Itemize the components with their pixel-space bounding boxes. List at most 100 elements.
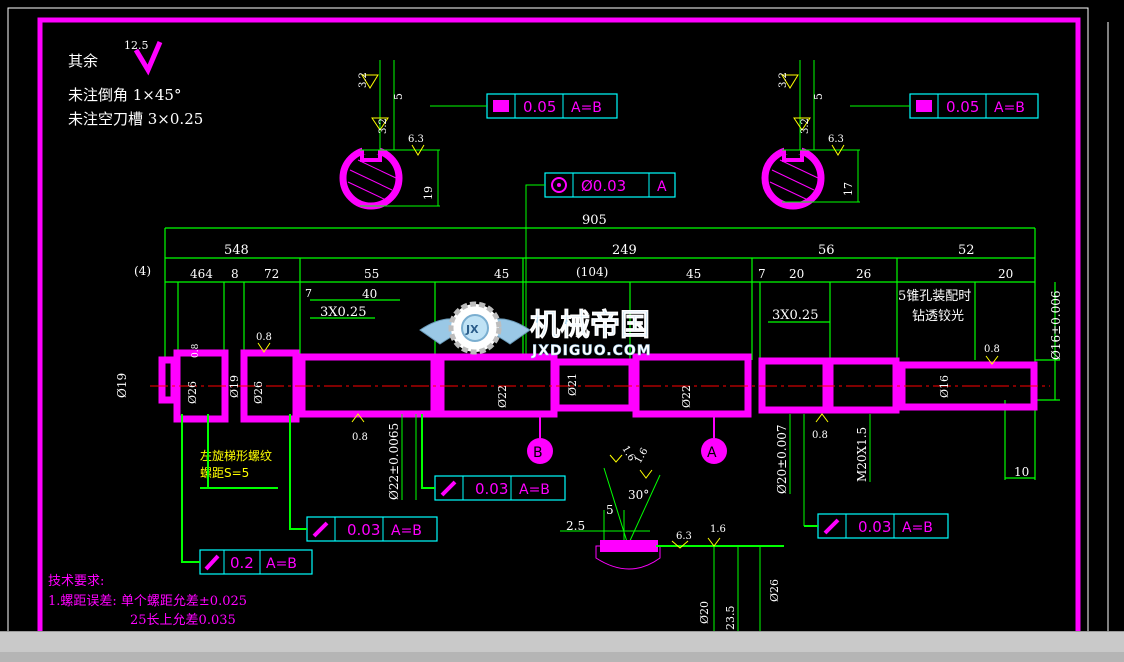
dim-8: 8 [231,267,239,281]
pin-note-1: 5锥孔装配时 [898,289,971,304]
dia-22-tol: Ø22±0.0065 [387,423,401,500]
dim-464: 464 [190,267,213,281]
dim-26: 26 [856,267,871,281]
watermark-cn: 机械帝国 [530,308,650,343]
roughness-3-2-c: 3.2 [778,72,789,88]
dim-23-5: 23.5 [724,606,737,631]
dia-16: Ø16 [938,375,951,398]
dia-20-b: Ø20 [698,601,711,624]
dim-104: (104) [576,265,608,279]
watermark: JX 机械帝国 JXDIGUO.COM [419,301,652,359]
tol-datum: A=B [266,556,297,572]
dia-21: Ø21 [566,373,579,396]
thread-pitch: 5 [606,503,614,517]
dim-16-tol: Ø16±0.006 [1049,290,1063,360]
tech-title: 技术要求: [48,574,104,589]
rest-roughness-symbol [133,41,163,76]
tol-value: 0.05 [523,98,556,116]
roughness-1-6-c: 1.6 [710,524,726,535]
dim-7a: 7 [758,267,766,281]
dia-26b: Ø26 [252,381,265,404]
tol-datum: A=B [994,100,1025,116]
pin-note-2: 钻透铰光 [912,309,964,324]
datum-b-marker: B [527,414,553,464]
tech-line-1: 1.螺距误差: 单个螺距允差±0.025 [48,593,247,609]
tolerance-frame: 0.05 A=B [909,93,1039,119]
tol-value: 0.2 [230,554,254,572]
dim-249: 249 [612,243,637,258]
tol-value: 0.03 [858,518,891,536]
key-width-2: 5 [812,93,825,100]
tol-datum: A=B [571,100,602,116]
datum-a-marker: A [701,414,727,464]
tol-value: 0.03 [475,480,508,498]
dim-overall: 905 [582,213,607,228]
scrollbar-strip[interactable] [0,652,1124,662]
leader [525,184,545,360]
roughness-3-2-b: 3.2 [378,118,389,134]
key-width-1: 5 [392,93,405,100]
tol-datum: A=B [519,482,550,498]
tech-line-2: 25长上允差0.035 [130,612,236,628]
tolerance-frame: 0.03 A=B [434,475,566,501]
thread-angle: 30° [628,488,649,502]
watermark-badge: JX [465,323,479,336]
dim-20a: 20 [789,267,804,281]
tol-datum: A=B [391,523,422,539]
dim-20b: 20 [998,267,1013,281]
key-depth-1: 19 [422,186,435,200]
tol-value: 0.03 [347,521,380,539]
rest-label: 其余 [68,52,98,70]
thread-note-1: 左旋梯形螺纹 [200,448,272,463]
chamfer-note: 未注倒角 1×45° [68,86,181,104]
roughness-6-3-b: 6.3 [828,134,844,145]
roughness-3-2-d: 3.2 [800,118,811,134]
dim-56: 56 [818,243,835,258]
dimension-lines [164,227,1060,480]
rest-roughness: 12.5 [124,39,149,52]
dia-22b: Ø22 [680,385,693,408]
roughness-symbols [257,342,999,423]
tol-datum: A [657,179,667,195]
roughness-0-8-c: 0.8 [812,430,828,441]
section-view-left [339,60,440,210]
tol-datum: A=B [902,520,933,536]
roughness-1-6-b: 1.6 [633,446,650,465]
dim-72: 72 [264,267,279,281]
section-view-right [761,60,860,210]
roughness-3-2-a: 3.2 [358,72,369,88]
tol-value: 0.05 [946,98,979,116]
roughness-0-8-d: 0.8 [984,344,1000,355]
dim-45a: 45 [494,267,509,281]
dia-19: Ø19 [115,373,129,398]
roughness-6-3-c: 6.3 [676,531,692,542]
thread-2-5: 2.5 [566,519,585,533]
datum-a: A [707,445,717,461]
dim-4: (4) [134,264,151,278]
roughness-0-8-a: 0.8 [256,332,272,343]
groove-2: 3X0.25 [772,308,818,323]
dim-52: 52 [958,243,975,258]
thread-note-2: 螺距S=5 [200,466,249,480]
key-depth-2: 17 [842,182,855,196]
datum-b: B [533,445,543,461]
dia-22a: Ø22 [496,385,509,408]
tolerance-frame: 0.03 A=B [306,516,438,542]
watermark-url: JXDIGUO.COM [531,343,652,359]
dia-20-tol: Ø20±0.007 [775,424,789,494]
tolerance-frame: 0.03 A=B [817,513,949,539]
m20-thread: M20X1.5 [855,427,869,482]
roughness-6-3-a: 6.3 [408,134,424,145]
roughness-0-8-b: 0.8 [352,432,368,443]
dim-7b: 7 [305,287,312,300]
dia-26-c: Ø26 [768,579,781,602]
leaders-lower [181,414,818,563]
dim-10: 10 [1014,465,1029,479]
tolerance-frame: 0.05 A=B [486,93,618,119]
status-bar [0,631,1124,662]
tolerance-frame: 0.2 A=B [199,549,313,575]
tol-value: Ø0.03 [581,177,626,195]
dia-19b: Ø19 [228,375,241,398]
dim-40: 40 [362,287,377,301]
